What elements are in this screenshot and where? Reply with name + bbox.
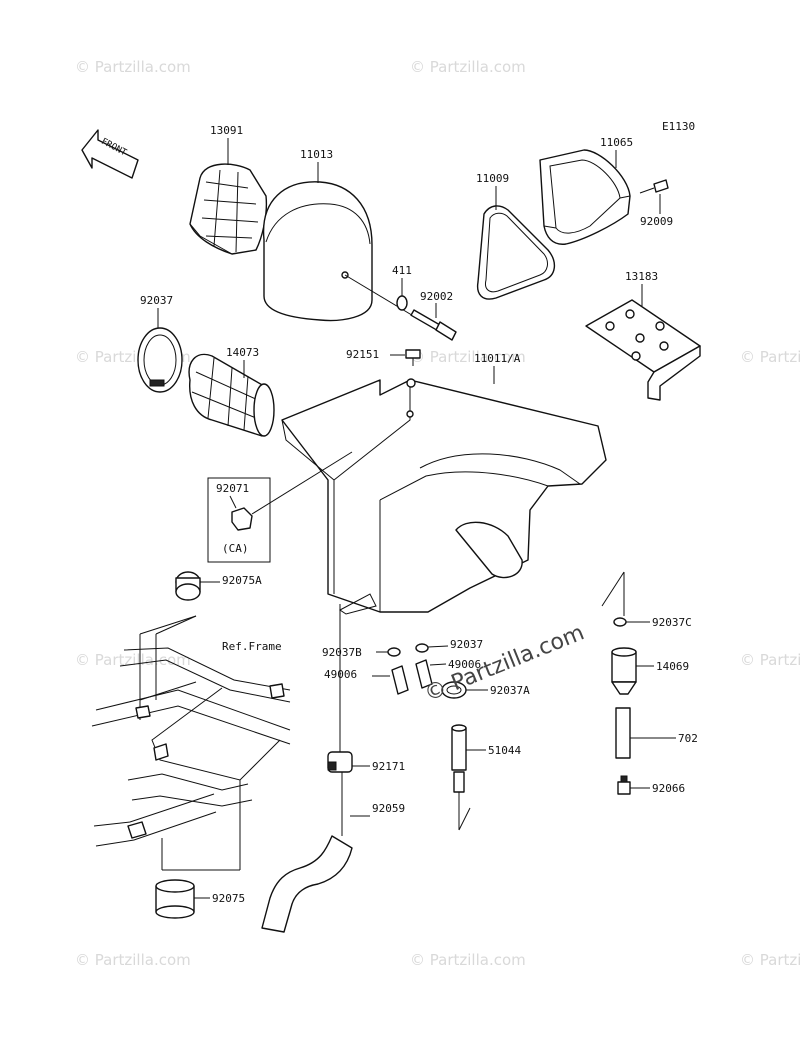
part-label: 92066 xyxy=(652,782,685,795)
part-11065-cover xyxy=(539,149,631,245)
ca-callout-box xyxy=(207,477,271,563)
ca-label: (CA) xyxy=(222,542,249,555)
part-label: 92009 xyxy=(640,215,673,228)
watermark: © Partzilla.com xyxy=(740,348,800,366)
front-arrow-icon: FRONT xyxy=(81,129,139,179)
watermark: © Partzilla.com xyxy=(410,951,526,969)
part-label: 11009 xyxy=(476,172,509,185)
watermark: © Partzilla.com xyxy=(740,651,800,669)
part-13091-grille xyxy=(189,163,268,255)
watermark: © Partzilla.com xyxy=(75,651,191,669)
part-label: 92171 xyxy=(372,760,405,773)
part-label: 411 xyxy=(392,264,412,277)
part-label: 92075A xyxy=(222,574,262,587)
part-label: 49006 xyxy=(324,668,357,681)
watermark: © Partzilla.com xyxy=(75,58,191,76)
part-14073-duct xyxy=(188,353,275,437)
part-label: 92037 xyxy=(140,294,173,307)
watermark: © Partzilla.com xyxy=(410,58,526,76)
part-label: 13091 xyxy=(210,124,243,137)
part-label: 11013 xyxy=(300,148,333,161)
part-11013-air-filter xyxy=(262,181,373,322)
part-label: 92059 xyxy=(372,802,405,815)
part-label: 92071 xyxy=(216,482,249,495)
watermark: © Partzilla.com xyxy=(410,348,526,366)
part-label: 14069 xyxy=(656,660,689,673)
part-51044-tube xyxy=(451,724,471,831)
part-92037-clamp xyxy=(137,327,183,393)
diagram-code: E1130 xyxy=(662,120,695,133)
part-label: 92075 xyxy=(212,892,245,905)
part-label: 92037 xyxy=(450,638,483,651)
part-13183-bracket xyxy=(585,299,701,401)
part-label: 92037C xyxy=(652,616,692,629)
part-label: 11065 xyxy=(600,136,633,149)
part-14069-filter xyxy=(611,647,637,695)
part-label: 92037A xyxy=(490,684,530,697)
watermark-layer: © Partzilla.com © Partzilla.com © Partzi… xyxy=(75,58,800,969)
ref-frame-label: Ref.Frame xyxy=(222,640,282,653)
part-11009-gasket xyxy=(476,205,555,300)
part-label: 92151 xyxy=(346,348,379,361)
part-label: 13183 xyxy=(625,270,658,283)
part-label: 92002 xyxy=(420,290,453,303)
part-label: 92037B xyxy=(322,646,362,659)
watermark: © Partzilla.com xyxy=(740,951,800,969)
frame-reference xyxy=(91,615,291,871)
watermark: © Partzilla.com xyxy=(75,951,191,969)
part-label: 51044 xyxy=(488,744,521,757)
part-label: 14073 xyxy=(226,346,259,359)
part-label: 702 xyxy=(678,732,698,745)
part-11011a-air-box xyxy=(281,378,607,615)
part-label: 49006 xyxy=(448,658,481,671)
part-label: 11011/A xyxy=(474,352,521,365)
